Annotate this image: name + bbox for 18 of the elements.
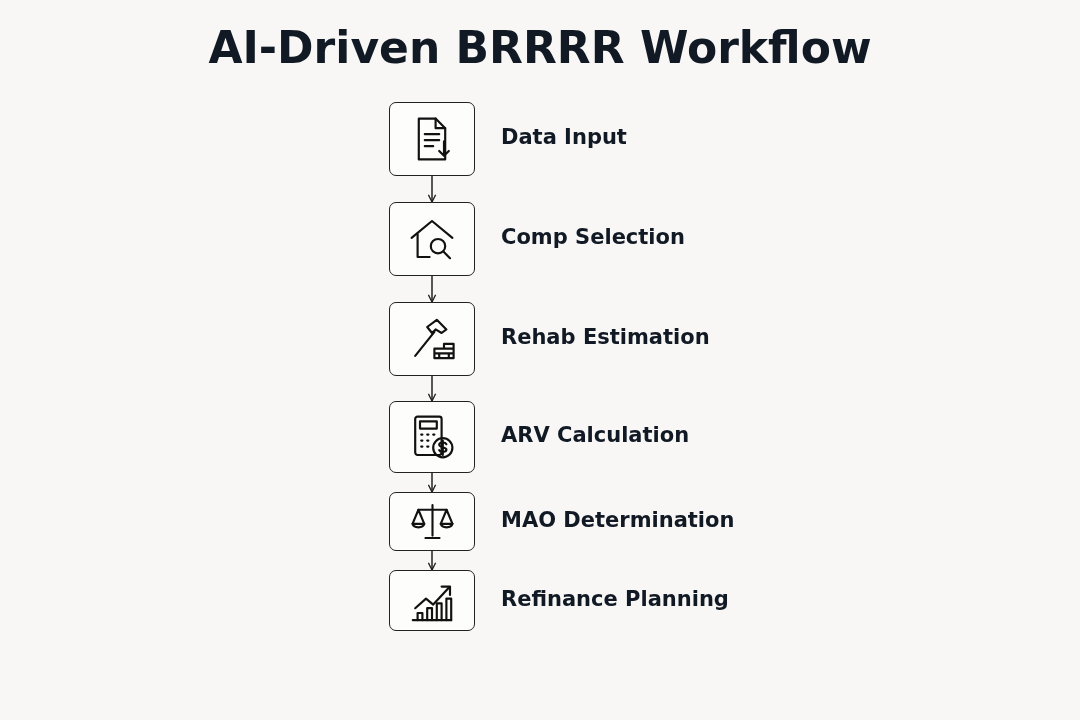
step-label: Refinance Planning <box>501 586 729 611</box>
icon-box <box>389 302 475 376</box>
icon-box <box>389 492 475 551</box>
step-label: ARV Calculation <box>501 423 690 447</box>
step-label: Rehab Estimation <box>501 325 710 349</box>
icon-box <box>389 102 475 176</box>
arrow <box>427 375 437 402</box>
step-label: MAO Determination <box>501 507 735 532</box>
icon-box <box>389 401 475 473</box>
arrow <box>427 550 437 571</box>
icon-box <box>389 202 475 276</box>
title: AI-Driven BRRRR Workflow <box>208 22 872 73</box>
step-label: Data Input <box>501 125 627 149</box>
icon-box <box>389 570 475 631</box>
step-label: Comp Selection <box>501 225 685 249</box>
arrow <box>427 472 437 493</box>
arrow <box>427 275 437 303</box>
arrow <box>427 175 437 203</box>
